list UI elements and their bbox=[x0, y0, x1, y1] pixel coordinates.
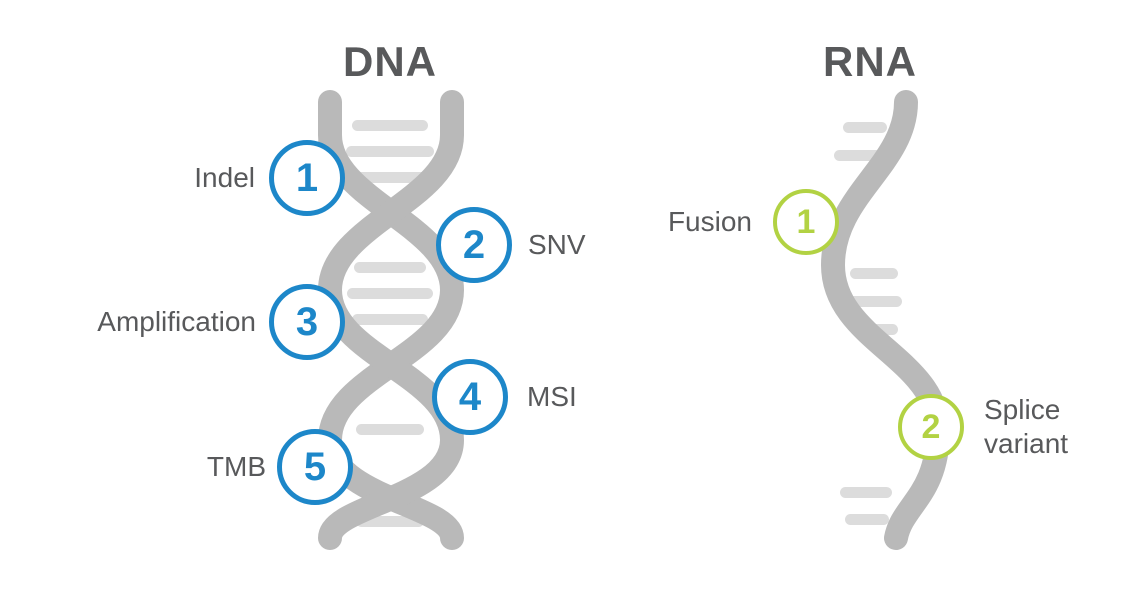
rna-label-splice-variant: Splice variant bbox=[984, 394, 1069, 459]
rna-marker-1-number: 1 bbox=[796, 202, 816, 241]
rna-marker-2: 2 bbox=[898, 394, 964, 460]
dna-label-tmb: TMB bbox=[206, 451, 266, 482]
dna-label-msi: MSI bbox=[527, 381, 577, 412]
dna-marker-3-number: 3 bbox=[295, 299, 319, 344]
dna-marker-5-number: 5 bbox=[303, 444, 327, 489]
rna-label-fusion: Fusion bbox=[667, 206, 752, 237]
rna-strand bbox=[820, 90, 951, 550]
dna-title: DNA bbox=[343, 38, 437, 85]
dna-marker-5: 5 bbox=[277, 429, 353, 505]
dna-label-amplification: Amplification bbox=[97, 306, 256, 337]
dna-marker-2: 2 bbox=[436, 207, 512, 283]
rna-rungs bbox=[834, 122, 902, 525]
dna-marker-1-number: 1 bbox=[295, 155, 319, 200]
rna-marker-1: 1 bbox=[773, 189, 839, 255]
dna-marker-2-number: 2 bbox=[462, 222, 486, 267]
dna-rungs bbox=[346, 120, 434, 527]
dna-label-snv: SNV bbox=[528, 229, 586, 260]
dna-helix bbox=[317, 90, 465, 550]
dna-marker-4-number: 4 bbox=[458, 374, 482, 419]
dna-marker-1: 1 bbox=[269, 140, 345, 216]
dna-label-indel: Indel bbox=[194, 162, 255, 193]
dna-marker-3: 3 bbox=[269, 284, 345, 360]
rna-marker-2-number: 2 bbox=[921, 407, 941, 446]
rna-title: RNA bbox=[823, 38, 917, 85]
dna-marker-4: 4 bbox=[432, 359, 508, 435]
